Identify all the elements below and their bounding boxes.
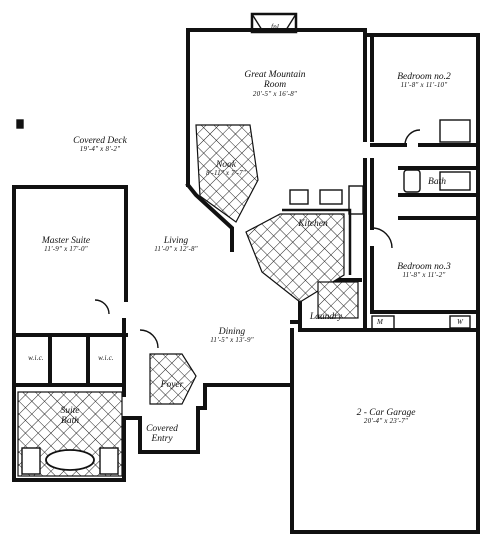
- room-kitchen: Kitchen: [298, 219, 328, 229]
- room-master-suite: Master Suite 11'-9" x 17'-0": [41, 236, 91, 254]
- room-bath: Bath: [428, 177, 446, 187]
- exterior-wall-north: [186, 28, 480, 37]
- nook-floor: [195, 124, 259, 223]
- deck-post: [16, 119, 24, 129]
- mechanical-w-label: W: [456, 318, 464, 326]
- exterior-wall-entry: [122, 383, 294, 454]
- room-laundry: Laundry: [309, 312, 343, 322]
- mechanical-m-label: M: [376, 318, 384, 326]
- exterior-wall-south-garage: [290, 328, 480, 534]
- room-foyer: Foyer: [160, 380, 184, 390]
- room-bedroom-2: Bedroom no.2 11'-8" x 11'-10": [397, 72, 451, 90]
- room-garage: 2 - Car Garage 20'-4" x 23'-7": [356, 408, 416, 426]
- kitchen-floor: [245, 213, 345, 303]
- bathtub: [45, 449, 95, 471]
- room-covered-entry: Covered Entry: [146, 424, 178, 445]
- fireplace-label: fpl.: [271, 23, 281, 31]
- room-dining: Dining 11'-5" x 13'-9": [210, 327, 254, 345]
- foyer-floor: [149, 353, 197, 405]
- room-covered-deck: Covered Deck 19'-4" x 8'-2": [73, 136, 127, 154]
- nook-bay-wall: [185, 182, 234, 252]
- room-living: Living 11'-0" x 12'-8": [154, 236, 198, 254]
- room-suite-bath: Suite Bath: [60, 406, 80, 427]
- room-wic-right: w.i.c.: [98, 354, 114, 362]
- room-bedroom-3: Bedroom no.3 11'-8" x 11'-2": [397, 262, 451, 280]
- room-wic-left: w.i.c.: [28, 354, 44, 362]
- laundry-floor: [317, 281, 359, 319]
- exterior-wall-master-south: [12, 416, 126, 482]
- room-nook: Nook 8'-11" x 7'-7": [206, 160, 246, 178]
- fireplace: [250, 12, 298, 34]
- room-great-mountain-room: Great Mountain Room 20'-5" x 16'-8": [244, 70, 306, 98]
